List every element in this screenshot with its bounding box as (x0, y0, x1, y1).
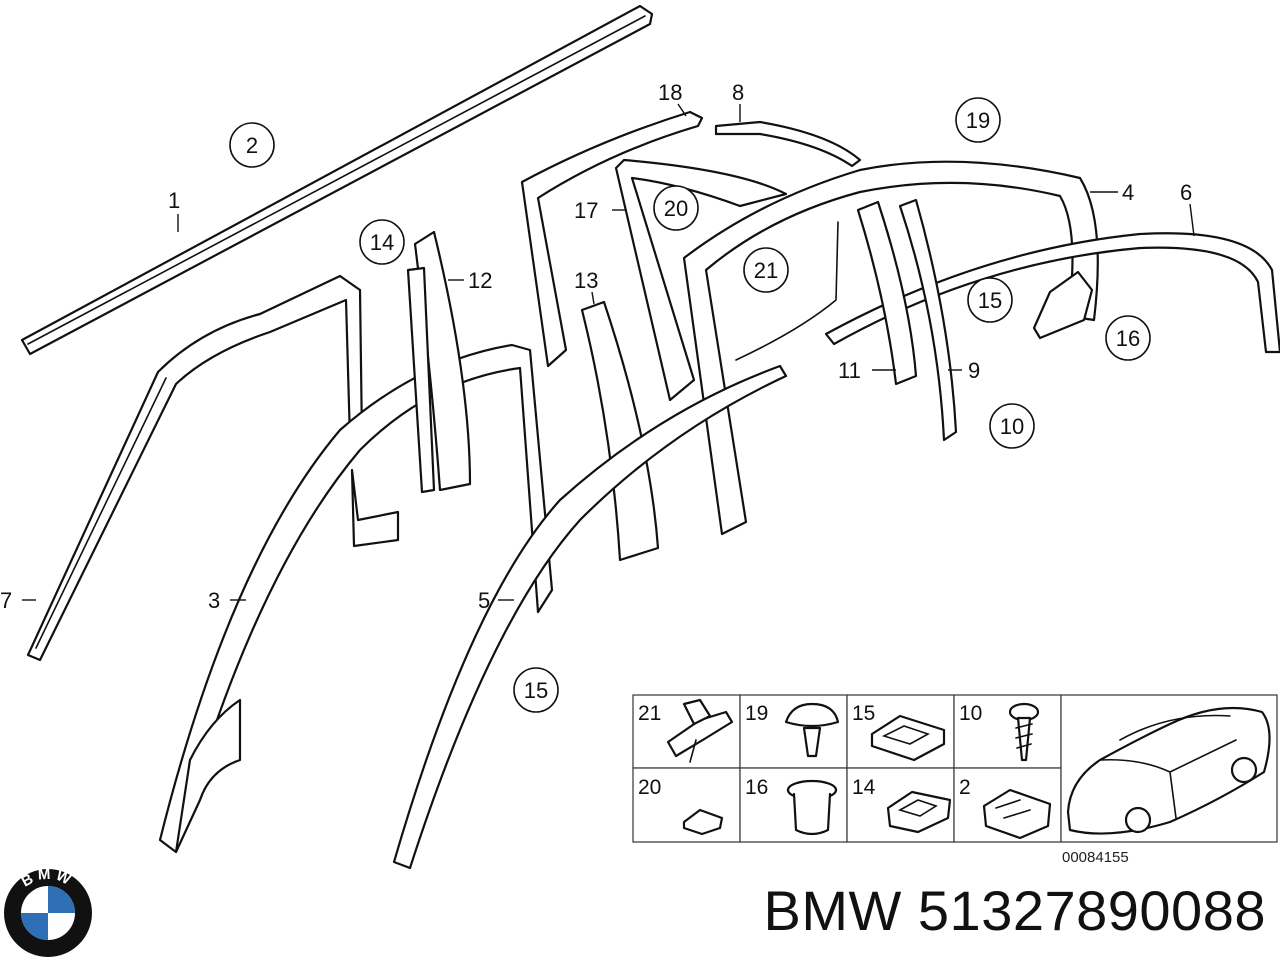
clip-14-icon (886, 790, 952, 834)
clip-2-icon (982, 788, 1052, 840)
callout-17: 17 (574, 198, 598, 223)
callout-5: 5 (478, 588, 490, 613)
clip-15-icon (870, 714, 946, 762)
svg-text:14: 14 (370, 230, 394, 255)
inset-label-14: 14 (852, 776, 876, 799)
part-9-pillar-strip (898, 198, 958, 442)
leader-lines (22, 103, 1195, 601)
inset-label-10: 10 (959, 702, 982, 725)
rivet-19-icon (784, 702, 840, 758)
bubble-21: 21 (743, 247, 789, 293)
fastener-inset-grid: 21 19 15 10 20 16 14 2 (632, 694, 1278, 843)
svg-text:20: 20 (664, 196, 688, 221)
callout-18: 18 (658, 80, 682, 105)
inset-label-2: 2 (959, 776, 971, 799)
part-5-rear-door-seal (392, 364, 788, 870)
bubble-20: 20 (653, 185, 699, 231)
inset-label-15: 15 (852, 702, 875, 725)
inset-label-19: 19 (745, 702, 768, 725)
bubble-19: 19 (955, 97, 1001, 143)
callout-9: 9 (968, 358, 980, 383)
part-20-rear-window-seal (614, 158, 788, 402)
svg-text:19: 19 (966, 108, 990, 133)
screw-10-icon (1008, 702, 1040, 762)
part-4-corner-bracket (1032, 270, 1094, 340)
grommet-16-icon (786, 779, 838, 836)
callout-6: 6 (1180, 180, 1192, 205)
callout-13: 13 (574, 268, 598, 293)
part-8-channel (714, 120, 862, 168)
svg-text:15: 15 (524, 678, 548, 703)
part-6-drip-molding (824, 232, 1280, 354)
svg-text:21: 21 (754, 258, 778, 283)
callout-8: 8 (732, 80, 744, 105)
catalog-number: 00084155 (1062, 849, 1129, 866)
part-3-door-frame-seal (158, 343, 554, 854)
bubble-14: 14 (359, 219, 405, 265)
part-number-caption: BMW 51327890088 (763, 879, 1266, 942)
callout-3: 3 (208, 588, 220, 613)
bubble-15-lower: 15 (513, 667, 559, 713)
car-thumbnail-icon (1066, 706, 1271, 835)
inset-label-20: 20 (638, 776, 661, 799)
bubble-16: 16 (1105, 315, 1151, 361)
bubble-10: 10 (989, 403, 1035, 449)
svg-text:2: 2 (246, 133, 258, 158)
bmw-logo: BMW (4, 866, 92, 957)
bubble-15-upper: 15 (967, 277, 1013, 323)
svg-text:16: 16 (1116, 326, 1140, 351)
part-bracket-lower (350, 468, 400, 548)
inset-label-21: 21 (638, 702, 661, 725)
part-11-pillar-strip (856, 200, 918, 386)
part-12-pillar-trim (406, 230, 472, 494)
part-13-b-pillar (580, 300, 660, 562)
clip-21-icon (666, 698, 734, 763)
svg-text:10: 10 (1000, 414, 1024, 439)
svg-text:15: 15 (978, 288, 1002, 313)
callout-11: 11 (838, 358, 861, 383)
inset-label-16: 16 (745, 776, 768, 799)
bubble-2: 2 (229, 122, 275, 168)
callout-1: 1 (168, 188, 180, 213)
part-18-rear-frame-top (520, 110, 704, 368)
part-1-roof-molding (20, 4, 654, 356)
callout-12: 12 (468, 268, 492, 293)
pad-20-icon (682, 808, 724, 836)
callout-4: 4 (1122, 180, 1134, 205)
callout-7: 7 (0, 588, 12, 613)
